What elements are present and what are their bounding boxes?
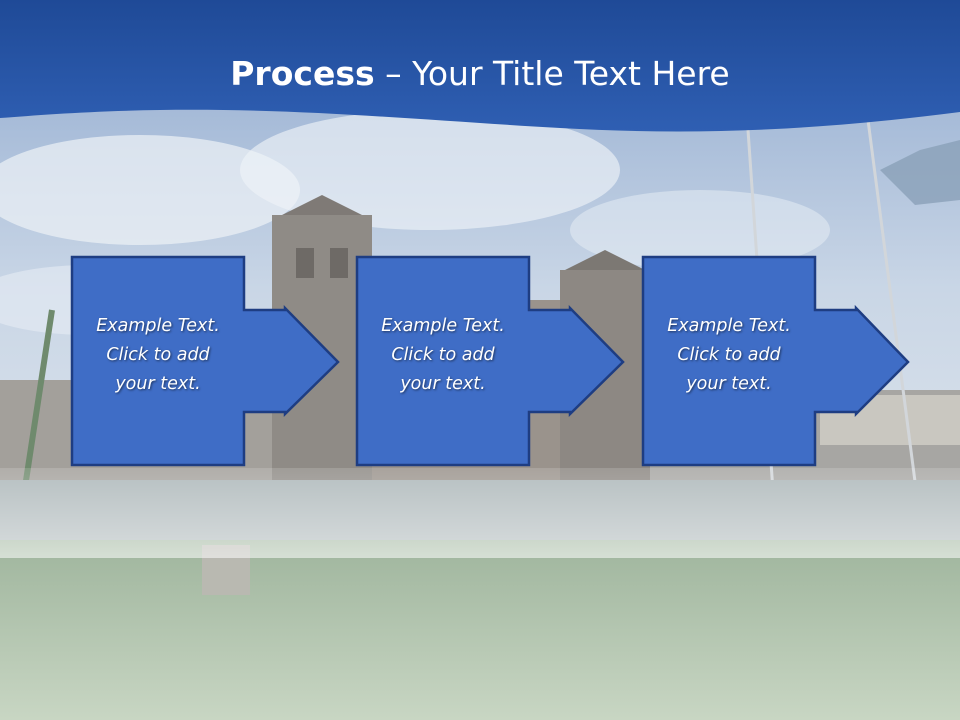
step-1-text[interactable]: Example Text. Click to add your text. — [96, 316, 220, 394]
slide-title[interactable]: Process – Your Title Text Here — [0, 54, 960, 94]
step-2-text[interactable]: Example Text. Click to add your text. — [381, 316, 505, 394]
step-3-text[interactable]: Example Text. Click to add your text. — [667, 316, 791, 394]
title-bold-part: Process — [230, 54, 375, 93]
title-rest-part: – Your Title Text Here — [374, 54, 730, 93]
